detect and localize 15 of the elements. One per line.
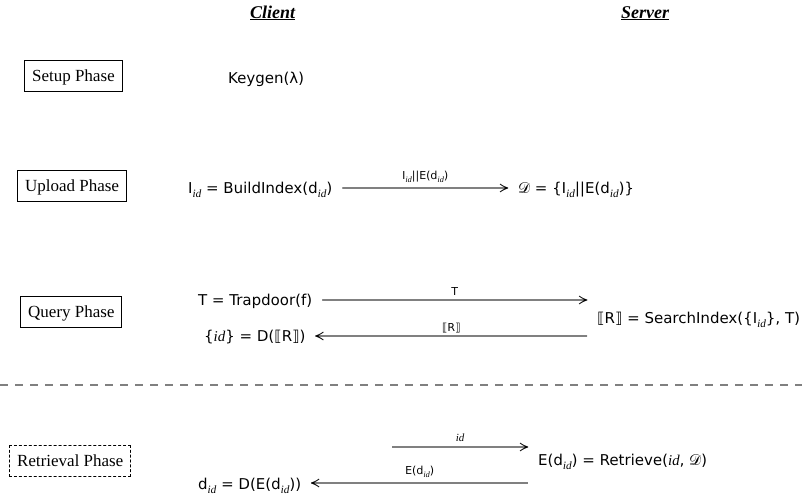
phase-box: Retrieval Phase (9, 445, 132, 477)
formula-text: T = Trapdoor(f) (198, 290, 312, 310)
phase-box: Query Phase (20, 296, 122, 328)
phase-box: Upload Phase (17, 170, 127, 202)
formula-text: 𝒟 = {I$_{id}$||E(d$_{id}$)} (518, 178, 634, 204)
column-heading: Client (250, 2, 296, 23)
column-heading: Server (621, 2, 669, 23)
formula-text: Keygen(λ) (228, 68, 304, 88)
formula-text: I$_{id}$ = BuildIndex(d$_{id}$) (188, 178, 332, 204)
formula-text: d$_{id}$ = D(E(d$_{id}$)) (198, 474, 302, 500)
formula-text: {id} = D(⟦R⟧) (204, 326, 306, 347)
formula-text: ⟦R⟧ = SearchIndex({I$_{id}$}, T) (597, 308, 800, 334)
formula-text: E(d$_{id}$) = Retrieve(id, 𝒟) (538, 450, 708, 476)
phase-box: Setup Phase (24, 60, 123, 92)
edge-label: T (449, 285, 460, 298)
